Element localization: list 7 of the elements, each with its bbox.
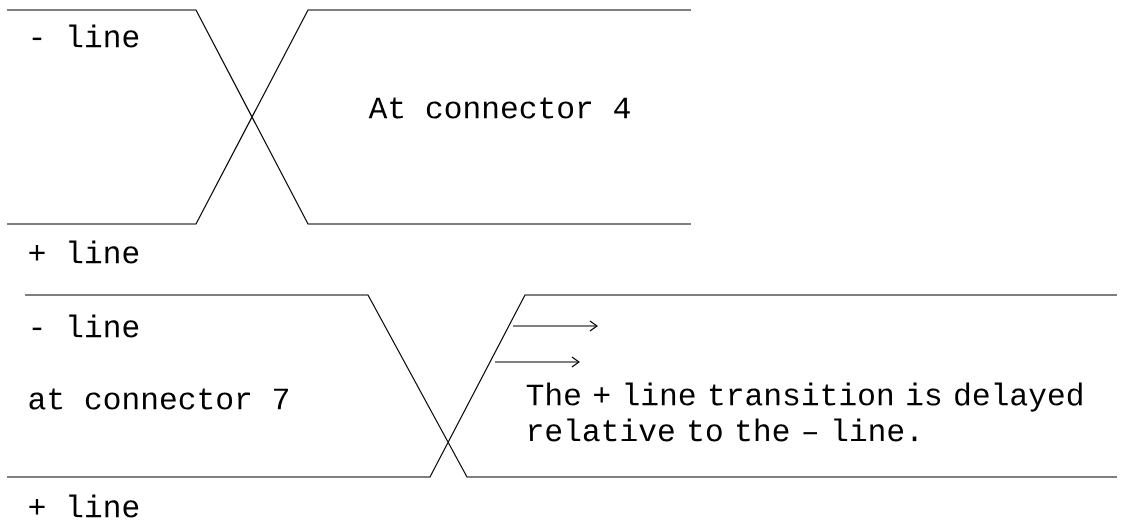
- signal-label: + line: [29, 240, 139, 264]
- signal-label: - line: [32, 24, 139, 48]
- note-text: The + line transition is delayed relative to the – line.: [526, 382, 1082, 442]
- connector-label: at connector 7: [29, 388, 288, 410]
- signal-label: - line: [32, 314, 139, 338]
- signal-label: + line: [29, 494, 139, 518]
- connector-label: At connector 4: [368, 97, 630, 119]
